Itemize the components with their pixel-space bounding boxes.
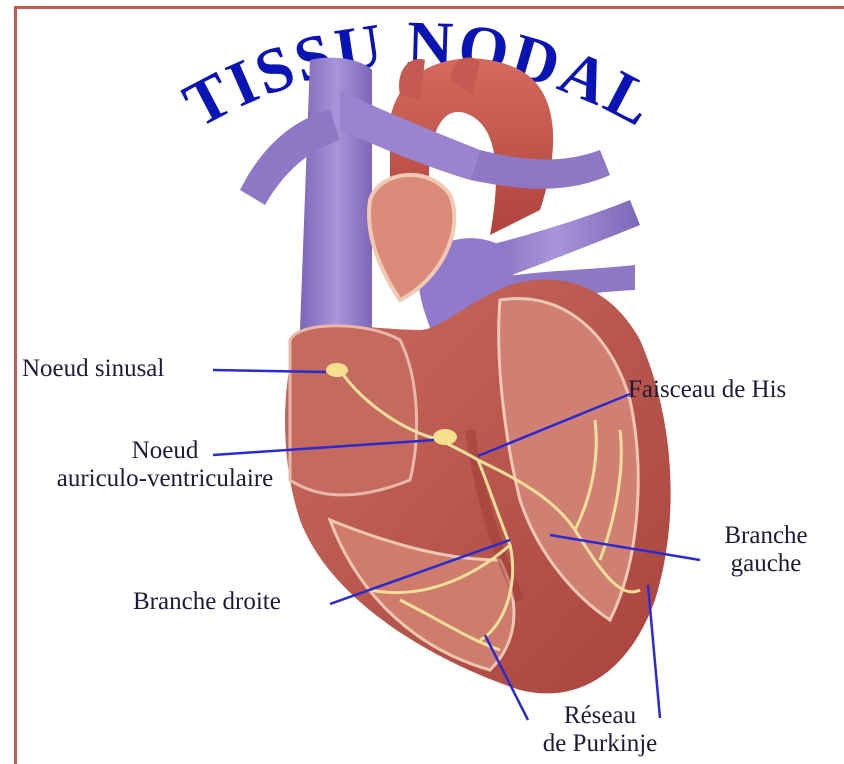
label-noeud-av: Noeud auriculo-ventriculaire (20, 437, 310, 493)
label-branche-droite: Branche droite (133, 588, 281, 616)
sinus-node-marker (326, 363, 348, 377)
label-noeud-av-line1: Noeud (20, 437, 310, 465)
label-noeud-sinusal: Noeud sinusal (22, 355, 164, 383)
av-node-marker (433, 429, 457, 445)
label-purkinje: Réseau de Purkinje (520, 702, 680, 758)
label-branche-gauche-line2: gauche (700, 550, 832, 578)
label-purkinje-line2: de Purkinje (520, 730, 680, 758)
label-branche-gauche: Branche gauche (700, 522, 832, 578)
label-noeud-av-line2: auriculo-ventriculaire (20, 465, 310, 493)
label-branche-gauche-line1: Branche (700, 522, 832, 550)
label-purkinje-line1: Réseau (520, 702, 680, 730)
label-faisceau-his: Faisceau de His (628, 376, 786, 404)
